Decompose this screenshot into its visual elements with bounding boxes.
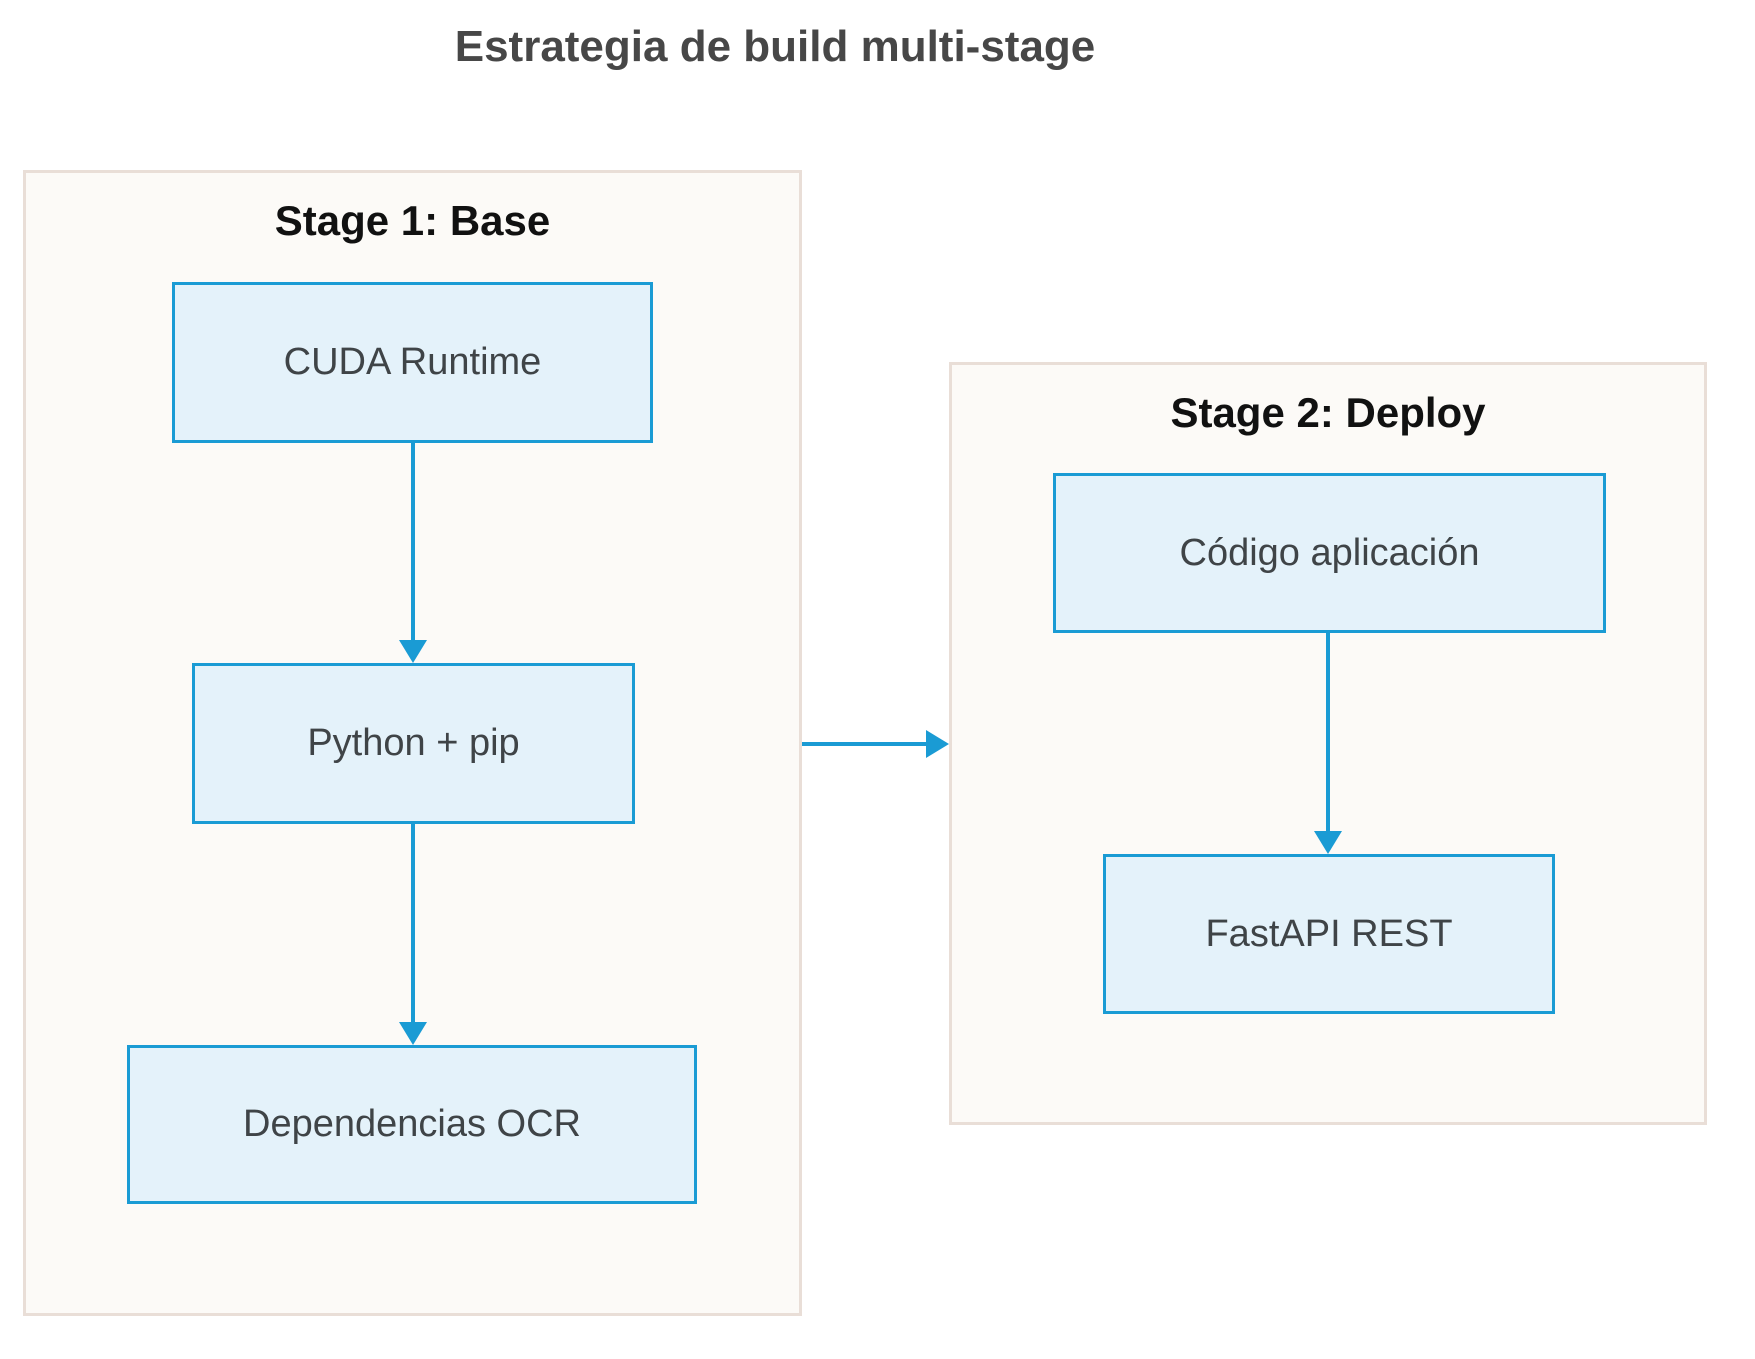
edge-line (411, 443, 415, 641)
node-dependencias-ocr: Dependencias OCR (127, 1045, 697, 1204)
edge-line (802, 742, 927, 746)
arrowhead-down-icon (1314, 831, 1342, 854)
edge-line (411, 824, 415, 1023)
node-python-pip-label: Python + pip (307, 722, 520, 764)
arrowhead-down-icon (399, 1022, 427, 1045)
arrowhead-right-icon (926, 730, 949, 758)
node-cuda-runtime: CUDA Runtime (172, 282, 653, 443)
edge-line (1326, 633, 1330, 832)
cluster-stage1-label: Stage 1: Base (274, 197, 551, 244)
node-codigo-aplicacion-label: Código aplicación (1179, 531, 1480, 574)
node-python-pip: Python + pip (192, 663, 635, 824)
node-cuda-runtime-label: CUDA Runtime (283, 341, 542, 383)
node-dependencias-ocr-label: Dependencias OCR (243, 1103, 581, 1145)
node-fastapi-rest-label: FastAPI REST (1205, 912, 1453, 955)
node-codigo-aplicacion: Código aplicación (1053, 473, 1606, 633)
arrowhead-down-icon (399, 640, 427, 663)
node-fastapi-rest: FastAPI REST (1103, 854, 1555, 1014)
cluster-stage2-label: Stage 2: Deploy (1170, 389, 1486, 436)
diagram-title: Estrategia de build multi-stage (454, 22, 1096, 71)
